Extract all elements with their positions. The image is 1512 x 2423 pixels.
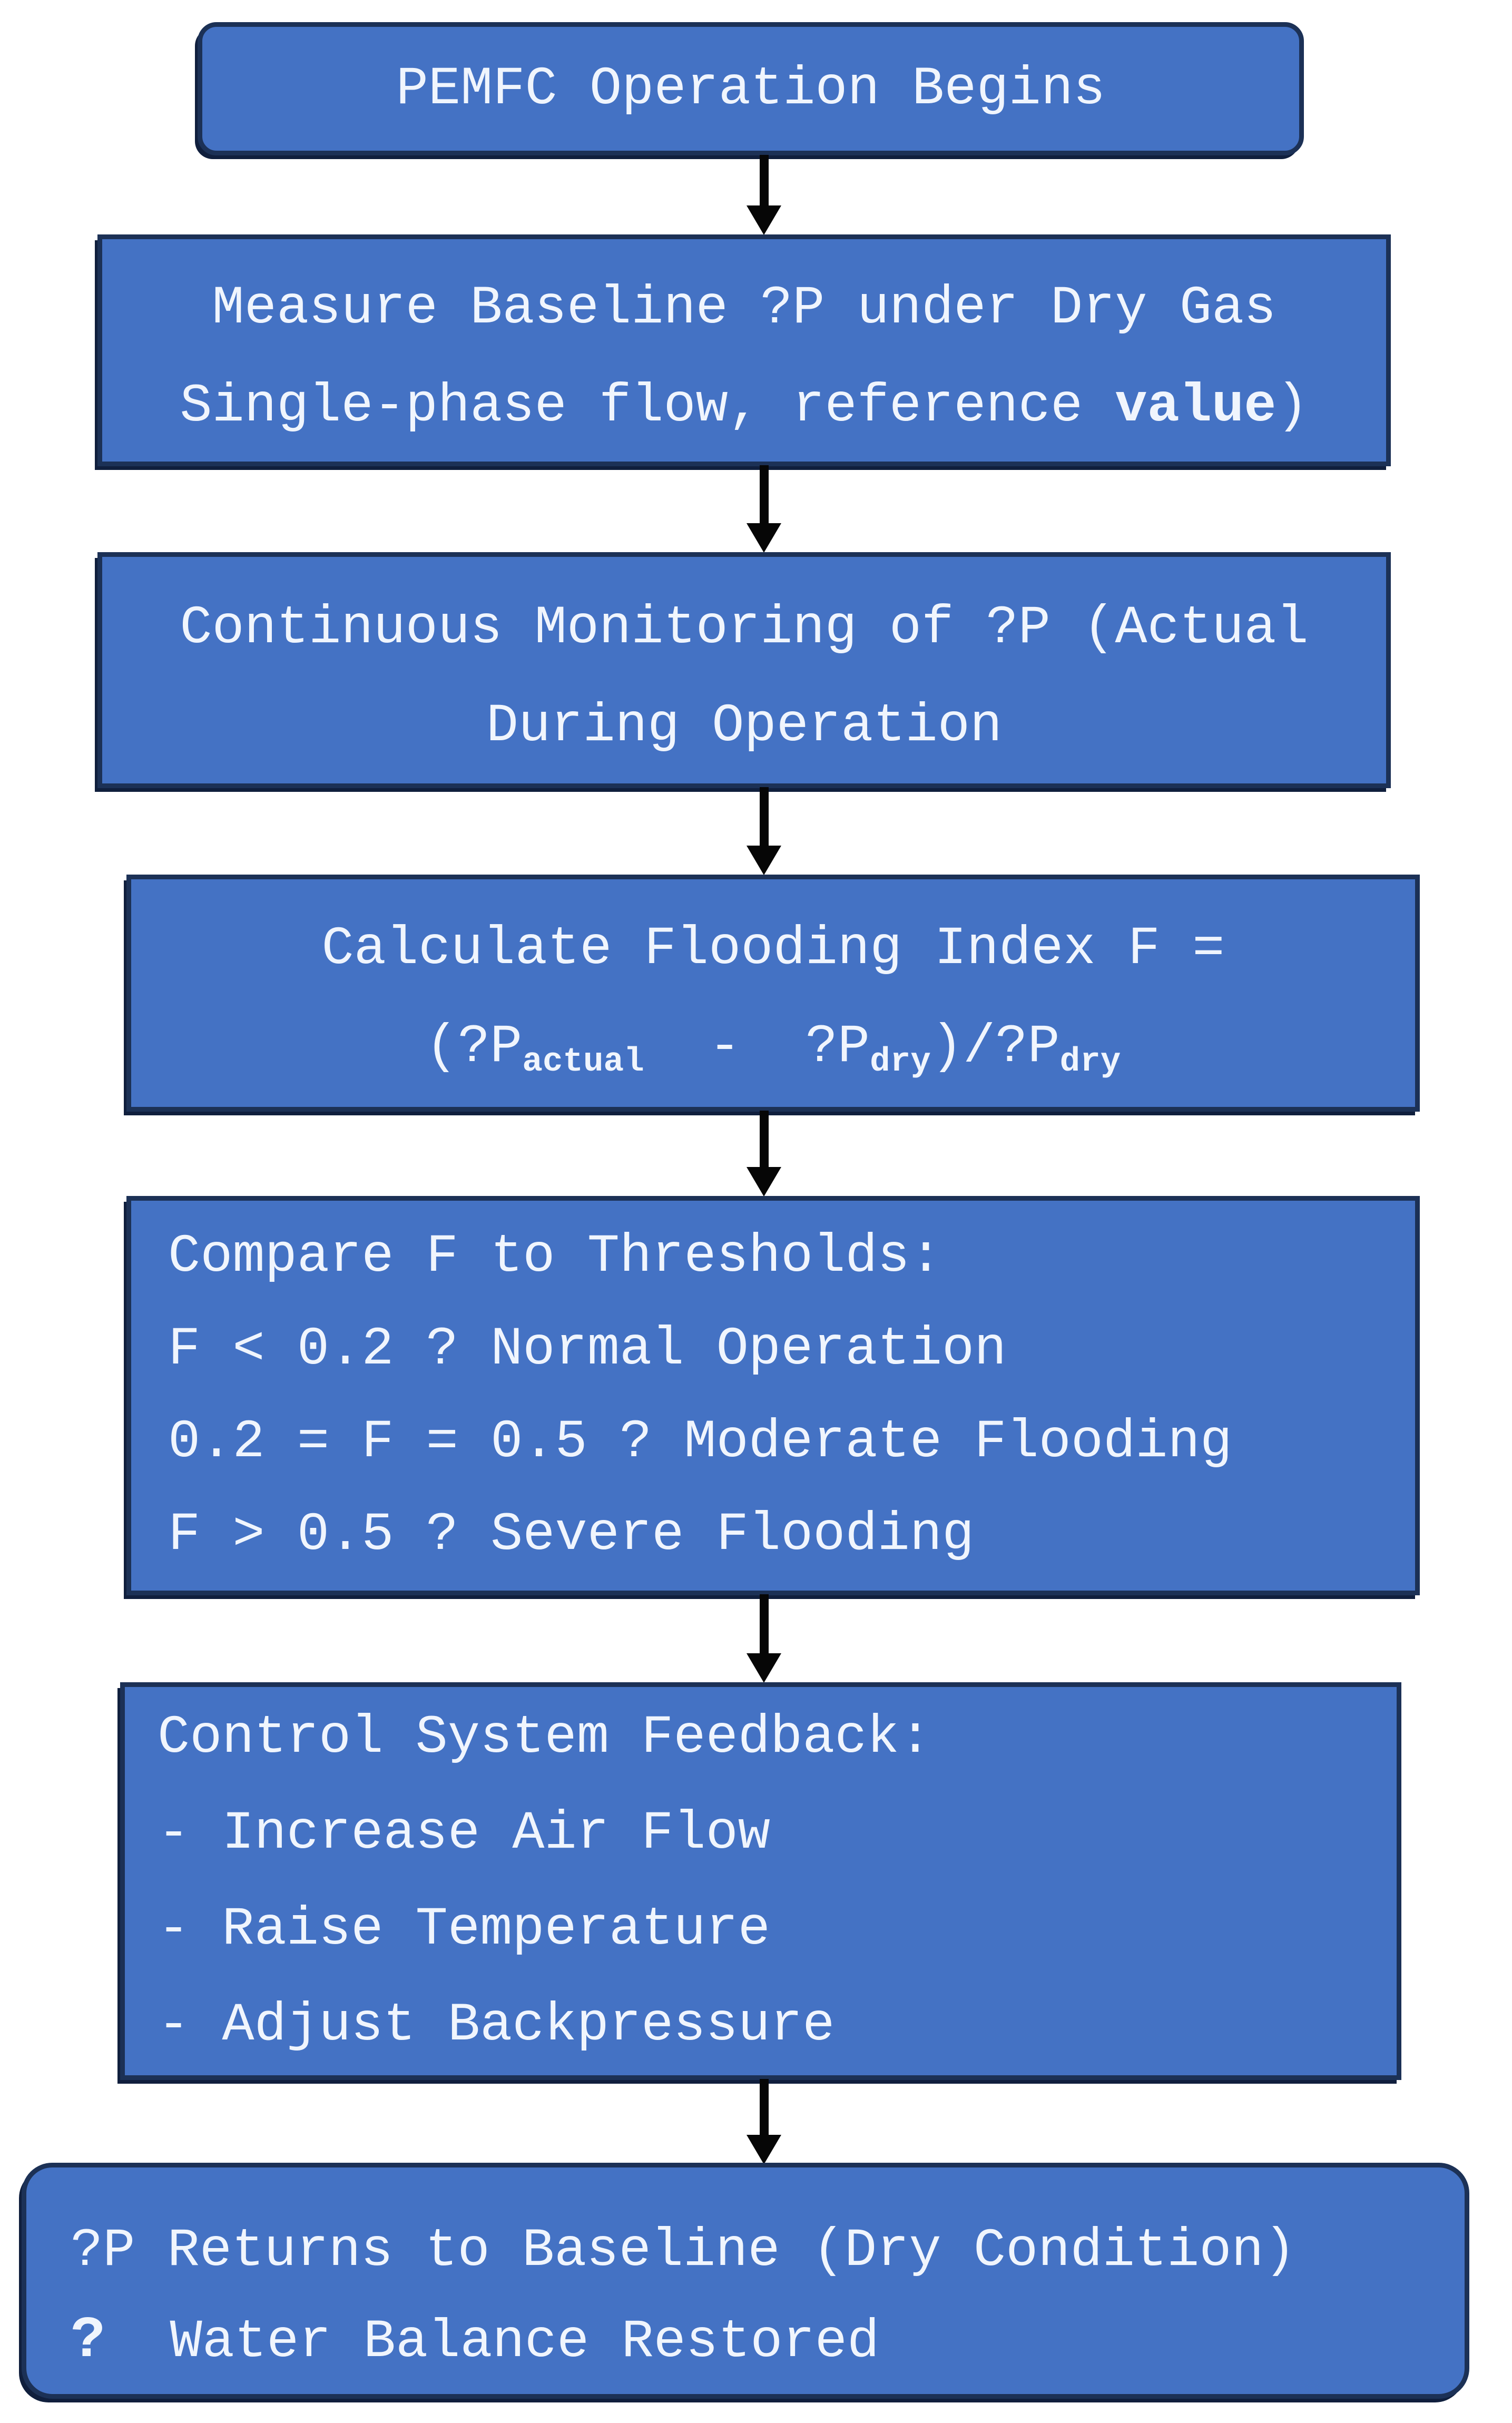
flow-connector-4	[747, 1111, 781, 1196]
compare-line-1: Compare F to Thresholds:	[168, 1226, 942, 1287]
baseline-line-2-suffix: )	[1276, 376, 1309, 437]
baseline-line-2-prefix: Single-phase flow, reference	[180, 376, 1115, 437]
node-calculate-flooding-index: Calculate Flooding Index F = (?Pactual -…	[126, 875, 1420, 1112]
restored-line-2-text: Water Balance Restored	[105, 2311, 880, 2372]
monitoring-line-2: During Operation	[486, 695, 1003, 757]
arrow-stem	[759, 155, 769, 205]
formula-t0: (?P	[425, 1016, 523, 1077]
node-measure-baseline: Measure Baseline ?P under Dry Gas Single…	[97, 234, 1391, 466]
restored-line-2: ? Water Balance Restored	[71, 2296, 1465, 2387]
node-compare-thresholds: Compare F to Thresholds: F < 0.2 ? Norma…	[126, 1196, 1420, 1595]
flow-connector-1	[747, 155, 781, 235]
baseline-line-2-bold: value	[1115, 376, 1277, 437]
formula-t1: - ?P	[644, 1016, 870, 1077]
node-continuous-monitoring: Continuous Monitoring of ?P (Actual Duri…	[97, 552, 1391, 788]
start-label: PEMFC Operation Begins	[396, 58, 1106, 120]
node-water-balance-restored: ?P Returns to Baseline (Dry Condition) ?…	[22, 2163, 1469, 2399]
down-arrow-icon	[747, 846, 781, 875]
down-arrow-icon	[747, 205, 781, 235]
restored-line-2-bold: ?	[71, 2308, 106, 2374]
formula-sub-dry-2: dry	[1059, 1043, 1121, 1081]
node-pemfc-start: PEMFC Operation Begins	[198, 22, 1304, 155]
arrow-stem	[759, 787, 769, 846]
control-line-2: - Increase Air Flow	[158, 1802, 770, 1864]
flow-connector-3	[747, 787, 781, 875]
arrow-stem	[759, 1111, 769, 1167]
control-line-3: - Raise Temperature	[158, 1898, 770, 1960]
down-arrow-icon	[747, 1653, 781, 1683]
down-arrow-icon	[747, 1167, 781, 1196]
arrow-stem	[759, 465, 769, 523]
baseline-line-1: Measure Baseline ?P under Dry Gas	[212, 278, 1277, 339]
control-line-1: Control System Feedback:	[158, 1706, 932, 1768]
restored-line-1: ?P Returns to Baseline (Dry Condition)	[71, 2220, 1296, 2281]
compare-line-2: F < 0.2 ? Normal Operation	[168, 1319, 1007, 1380]
compare-line-3: 0.2 = F = 0.5 ? Moderate Flooding	[168, 1411, 1232, 1473]
control-line-4: - Adjust Backpressure	[158, 1994, 835, 2056]
flooding-index-formula: (?Pactual - ?Pdry)/?Pdry	[131, 998, 1415, 1096]
down-arrow-icon	[747, 523, 781, 553]
formula-t2: )/?P	[930, 1016, 1060, 1077]
monitoring-line-1: Continuous Monitoring of ?P (Actual	[180, 597, 1309, 659]
baseline-line-2: Single-phase flow, reference value)	[102, 357, 1386, 455]
formula-sub-actual: actual	[522, 1043, 644, 1081]
flow-connector-2	[747, 465, 781, 553]
arrow-stem	[759, 1594, 769, 1653]
formula-sub-dry-1: dry	[870, 1043, 931, 1081]
compare-line-4: F > 0.5 ? Severe Flooding	[168, 1504, 975, 1565]
flow-connector-5	[747, 1594, 781, 1683]
node-control-feedback: Control System Feedback: - Increase Air …	[120, 1682, 1401, 2080]
flow-connector-6	[747, 2079, 781, 2164]
calculate-line-1: Calculate Flooding Index F =	[321, 918, 1225, 979]
down-arrow-icon	[747, 2135, 781, 2164]
arrow-stem	[759, 2079, 769, 2135]
